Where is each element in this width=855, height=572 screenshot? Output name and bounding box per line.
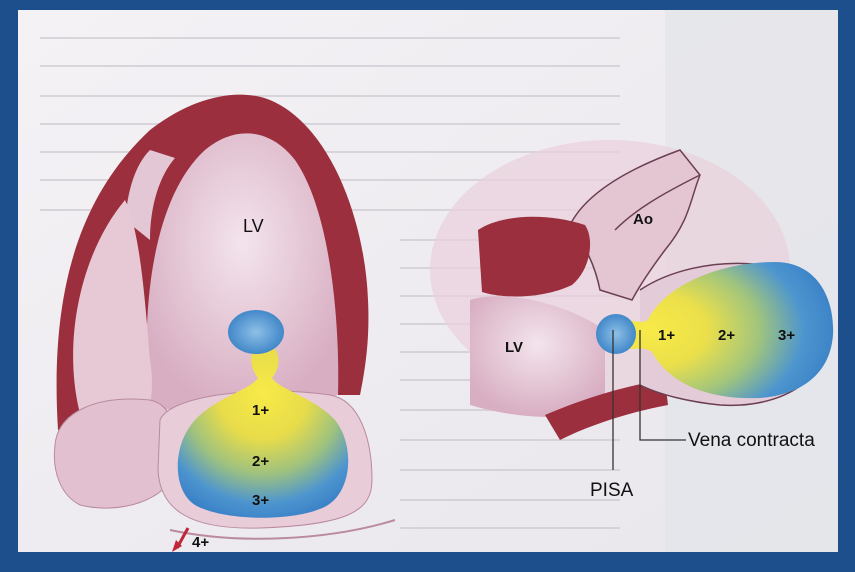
frame-bottom	[0, 552, 855, 567]
grade-2-label-right: 2+	[718, 327, 735, 344]
frame-right	[838, 0, 855, 567]
lv-label-right: LV	[505, 339, 523, 356]
ao-label: Ao	[633, 211, 653, 228]
grade-2-label-left: 2+	[252, 453, 269, 470]
grade-3-label-right: 3+	[778, 327, 795, 344]
pisa-label: PISA	[590, 480, 634, 501]
grade-1-label-right: 1+	[658, 327, 675, 344]
frame-left	[0, 0, 18, 567]
grade-4-label-left: 4+	[192, 534, 209, 551]
lv-label-left: LV	[243, 216, 264, 236]
grade-3-label-left: 3+	[252, 492, 269, 509]
pisa-proximal-blob	[228, 310, 284, 354]
frame-top	[0, 0, 855, 10]
vena-contracta-label: Vena contracta	[688, 430, 815, 451]
pisa-proximal-blob-right	[596, 314, 636, 354]
grade-1-label-left: 1+	[252, 402, 269, 419]
